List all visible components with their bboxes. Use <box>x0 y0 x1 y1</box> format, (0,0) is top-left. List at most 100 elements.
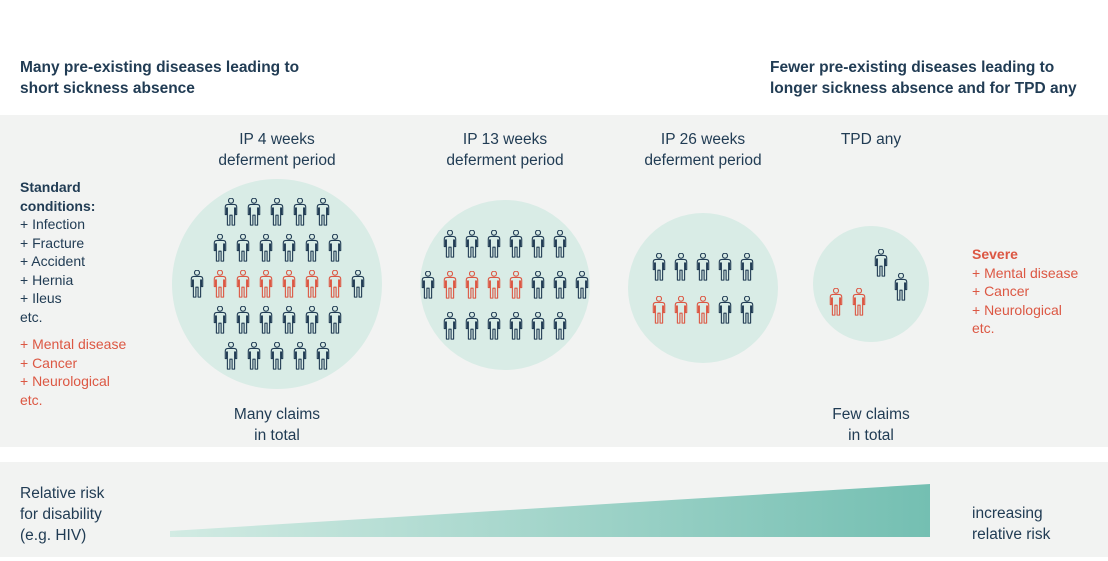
person-icon-severe <box>328 270 341 298</box>
ip-4-weeks-circle <box>172 179 382 389</box>
person-icon-severe <box>487 271 501 299</box>
person-icon-standard <box>531 312 545 340</box>
people-row <box>421 271 589 299</box>
tpd-any-circle <box>813 226 929 342</box>
person-icon-standard <box>652 252 666 281</box>
person-icon-standard <box>718 252 732 281</box>
risk-left-label: Relative risk for disability (e.g. HIV) <box>20 485 105 544</box>
person-icon-standard <box>224 342 238 370</box>
column-header-ip-13-weeks: IP 13 weeks deferment period <box>446 131 564 169</box>
person-icon-standard <box>293 198 307 226</box>
legend-title: Standard conditions: <box>20 179 96 214</box>
people-row <box>443 312 567 340</box>
person-icon-standard <box>190 270 203 298</box>
person-icon-standard <box>487 230 501 258</box>
caption-few-claims: Few claims in total <box>832 406 910 444</box>
person-icon-standard <box>328 306 341 334</box>
person-icon-severe <box>674 295 688 324</box>
severe-condition-item: + Mental disease <box>20 336 127 352</box>
person-icon-standard <box>740 295 754 324</box>
condition-item: + Ileus <box>20 290 62 306</box>
person-icon-standard <box>509 230 523 258</box>
person-icon-standard <box>236 234 249 262</box>
person-icon-standard <box>553 271 567 299</box>
person-icon-severe <box>305 270 318 298</box>
person-icon-standard <box>740 252 754 281</box>
person-icon-standard <box>305 234 318 262</box>
severe-condition-items: + Mental disease + Cancer + Neurological et… <box>20 335 126 409</box>
person-icon-severe <box>465 271 479 299</box>
severe-condition-item: + Cancer <box>20 354 78 371</box>
person-icon-standard <box>351 270 364 298</box>
ip-13-weeks-circle <box>420 200 590 370</box>
person-icon-standard <box>696 252 710 281</box>
person-icon-standard <box>531 271 545 299</box>
person-icon-standard <box>531 230 545 258</box>
person-icon-standard <box>259 234 272 262</box>
relative-risk-panel: Relative risk for disability (e.g. HIV) … <box>0 462 1108 557</box>
person-icon-severe <box>696 295 710 324</box>
person-icon-severe <box>509 271 523 299</box>
people-row <box>224 198 330 226</box>
person-icon-standard <box>305 306 318 334</box>
person-icon-severe <box>259 270 272 298</box>
severe-legend: Severe + Mental disease + Cancer + Neurolo… <box>972 245 1078 338</box>
person-icon-standard <box>421 271 435 299</box>
person-icon-severe <box>652 295 666 324</box>
people-row <box>443 230 567 258</box>
severe-legend-title: Severe <box>972 246 1018 262</box>
risk-wedge-shape <box>170 484 930 537</box>
person-icon-severe <box>829 288 843 316</box>
person-icon-standard <box>443 312 457 340</box>
person-icon-standard <box>293 342 307 370</box>
person-icon-standard <box>270 342 284 370</box>
person-icon-standard <box>674 252 688 281</box>
caption-many-claims: Many claims in total <box>233 406 321 444</box>
people-row <box>652 252 754 281</box>
person-icon-standard <box>213 306 226 334</box>
person-icon-standard <box>270 198 284 226</box>
person-icon-standard <box>236 306 249 334</box>
severe-legend-items: + Mental disease + Cancer + Neurological et… <box>972 264 1078 338</box>
ip-26-weeks-circle <box>628 213 778 363</box>
risk-wedge <box>170 484 930 537</box>
person-icon-standard <box>224 198 238 226</box>
condition-item: + Accident <box>20 253 85 269</box>
people-row <box>213 306 342 334</box>
condition-item: + Fracture <box>20 234 85 251</box>
severe-item: + Neurological <box>972 301 1062 318</box>
left-heading: Many pre-existing diseases leading to sh… <box>20 59 300 97</box>
severe-condition-item: + Neurological <box>20 373 110 389</box>
severe-item: etc. <box>972 320 995 336</box>
column-header-ip-4-weeks: IP 4 weeks deferment period <box>218 131 336 169</box>
column-header-tpd-any: TPD any <box>840 131 902 148</box>
person-icon-standard <box>874 249 888 277</box>
condition-item: + Hernia <box>20 271 74 288</box>
people-row <box>224 342 330 370</box>
person-icon-standard <box>553 230 567 258</box>
people-row <box>190 270 365 298</box>
person-icon-standard <box>509 312 523 340</box>
standard-conditions-legend: Standard conditions: + Infection+ Fractu… <box>20 178 126 409</box>
person-icon-standard <box>316 198 330 226</box>
main-panel: IP 4 weeks deferment period IP 13 weeks … <box>0 115 1108 447</box>
severe-condition-item: etc. <box>20 391 43 408</box>
person-icon-standard <box>894 273 908 301</box>
person-icon-standard <box>247 198 261 226</box>
person-icon-severe <box>282 270 295 298</box>
risk-right-label: increasing relative risk <box>972 505 1051 543</box>
severe-item: + Mental disease <box>972 264 1079 281</box>
person-icon-standard <box>316 342 330 370</box>
person-icon-standard <box>213 234 226 262</box>
person-icon-severe <box>443 271 457 299</box>
person-icon-standard <box>553 312 567 340</box>
person-icon-standard <box>487 312 501 340</box>
severe-item: + Cancer <box>972 283 1030 299</box>
person-icon-standard <box>718 295 732 324</box>
person-icon-standard <box>465 230 479 258</box>
person-icon-standard <box>282 234 295 262</box>
person-icon-severe <box>852 288 866 316</box>
condition-item: etc. <box>20 308 43 325</box>
person-icon-standard <box>247 342 261 370</box>
